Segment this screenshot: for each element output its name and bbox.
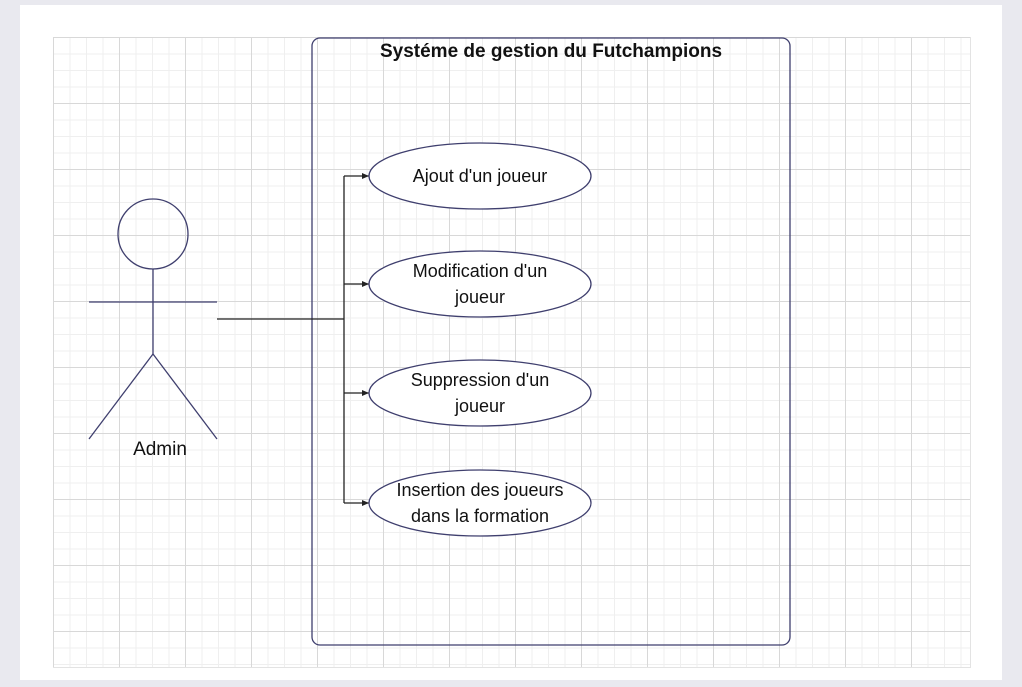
use-case-4-label: Insertion des joueurs dans la formation (375, 477, 585, 529)
use-case-2-ellipse[interactable] (368, 250, 592, 318)
use-case-2-label: Modification d'un joueur (375, 258, 585, 310)
use-case-1-ellipse[interactable] (368, 142, 592, 210)
actor-stick-figure[interactable] (88, 198, 218, 440)
use-case-3-line-1: Suppression d'un (410, 370, 550, 390)
system-boundary[interactable] (311, 37, 791, 646)
association-connectors (217, 173, 369, 506)
actor-label: Admin (133, 439, 187, 460)
system-title: Systéme de gestion du Futchampions (379, 41, 723, 62)
use-case-3-line-2: joueur (454, 396, 506, 416)
actor-head (117, 198, 189, 270)
actor-left-leg (88, 353, 154, 440)
actor-right-leg (152, 353, 218, 440)
use-case-2-line-2: joueur (454, 287, 506, 307)
use-case-3-label: Suppression d'un joueur (375, 367, 585, 419)
use-case-4-line-1: Insertion des joueurs (396, 480, 564, 500)
canvas-grid (53, 37, 971, 668)
use-case-3-ellipse[interactable] (368, 359, 592, 427)
use-case-2-line-1: Modification d'un (412, 261, 548, 281)
use-case-4-ellipse[interactable] (368, 469, 592, 537)
use-case-1-line-1: Ajout d'un joueur (412, 166, 548, 186)
use-case-1-label: Ajout d'un joueur (375, 163, 585, 189)
use-case-4-line-2: dans la formation (410, 506, 550, 526)
